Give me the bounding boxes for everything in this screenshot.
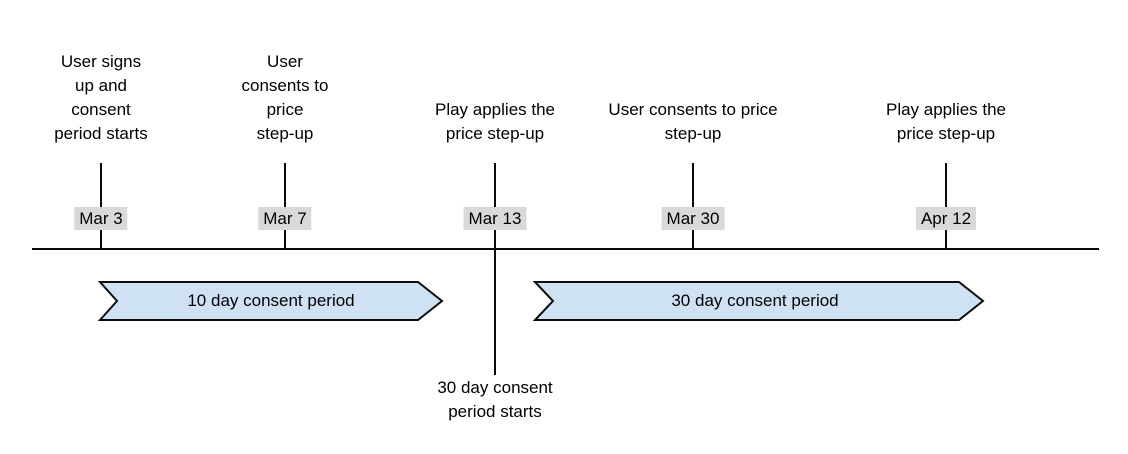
period-label-30-day: 30 day consent period bbox=[671, 291, 839, 310]
event-label-apr-12: Play applies the price step-up bbox=[885, 100, 1007, 143]
period-label-10-day: 10 day consent period bbox=[187, 291, 355, 310]
event-label-mar-13: Play applies the price step-up bbox=[434, 100, 556, 143]
date-badge-mar-30: Mar 30 bbox=[661, 207, 725, 230]
consent-period-start-note: 30 day consent period starts bbox=[437, 378, 553, 421]
date-badge-apr-12: Apr 12 bbox=[915, 207, 977, 230]
event-label-mar-30: User consents to price step-up bbox=[608, 100, 778, 143]
date-badge-mar-7: Mar 7 bbox=[258, 207, 312, 230]
period-arrow-30-day bbox=[532, 281, 985, 321]
event-label-mar-3: User signs up and consent period starts bbox=[54, 52, 148, 143]
date-badge-mar-13: Mar 13 bbox=[463, 207, 527, 230]
event-label-mar-7: User consents to price step-up bbox=[241, 52, 329, 143]
period-arrow-10-day bbox=[97, 281, 444, 321]
date-badge-mar-3: Mar 3 bbox=[74, 207, 128, 230]
